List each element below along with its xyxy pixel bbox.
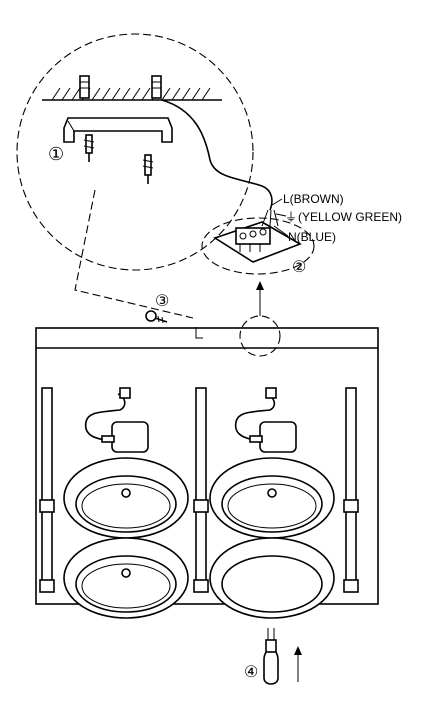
wire-live-label: L(BROWN) — [283, 192, 344, 206]
mounting-bracket — [63, 117, 173, 143]
arrow-up-icon — [256, 281, 264, 316]
wire-neutral-label: N(BLUE) — [288, 230, 336, 244]
mounting-screw-right — [142, 154, 154, 184]
step-1-label: ① — [48, 144, 64, 164]
frame-bar-middle — [195, 387, 207, 589]
fixing-screw — [145, 310, 168, 324]
lamp-holder-top-right — [234, 387, 297, 453]
frame-bar-right — [345, 387, 357, 589]
bar-clamps — [39, 499, 359, 593]
detail-circle-connection — [239, 315, 281, 357]
mounting-screw-left — [83, 134, 95, 162]
lamp-ring-top-right — [209, 457, 335, 539]
step-2-label: ② — [292, 259, 306, 276]
leader-live — [271, 198, 283, 206]
fixture-housing — [35, 315, 379, 619]
wall-plug-right — [151, 75, 162, 99]
arrow-up-bulb-icon — [294, 646, 302, 682]
leader-neutral — [273, 225, 289, 237]
ceiling-hatching — [51, 87, 211, 101]
terminal-block-detail: L(BROWN) ⏚ (YELLOW GREEN) N(BLUE) ② — [201, 192, 402, 276]
detail-ellipse-terminal — [201, 217, 315, 275]
lamp-ring-bottom-left — [63, 537, 189, 619]
detail-circle-mount — [16, 33, 254, 271]
frame-bar-left — [41, 387, 53, 589]
lamp-ring-bottom-right — [209, 537, 335, 619]
ceiling-mount-detail: ① — [16, 33, 273, 271]
wall-plug-left — [79, 75, 90, 99]
step-4-label: ④ — [244, 664, 258, 681]
keyhole-slot — [195, 327, 203, 339]
power-cable — [161, 99, 273, 211]
earth-symbol-icon: ⏚ — [285, 210, 297, 224]
step-3-label: ③ — [155, 293, 169, 310]
wire-earth-label: (YELLOW GREEN) — [298, 210, 402, 224]
lamp-ring-top-left — [63, 457, 189, 539]
leader-earth — [275, 213, 287, 217]
lamp-holder-top-left — [84, 387, 149, 453]
terminal-block — [235, 227, 271, 252]
guide-line-bracket — [74, 189, 194, 319]
halogen-bulb — [263, 628, 279, 685]
terminal-wires — [261, 209, 279, 227]
